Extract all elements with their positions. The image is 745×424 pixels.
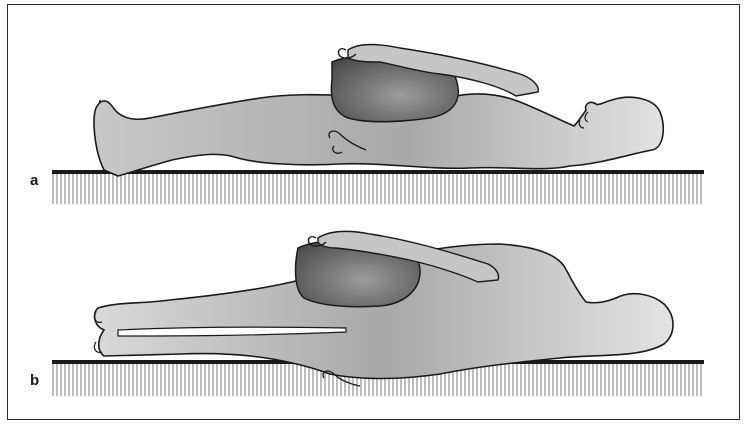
panel-label-b: b (30, 372, 39, 389)
panel-a (52, 45, 704, 205)
ground-hatch-a (52, 174, 704, 204)
panel-b (52, 231, 704, 396)
panel-label-a: a (30, 172, 38, 189)
surface-line-a (52, 170, 704, 174)
